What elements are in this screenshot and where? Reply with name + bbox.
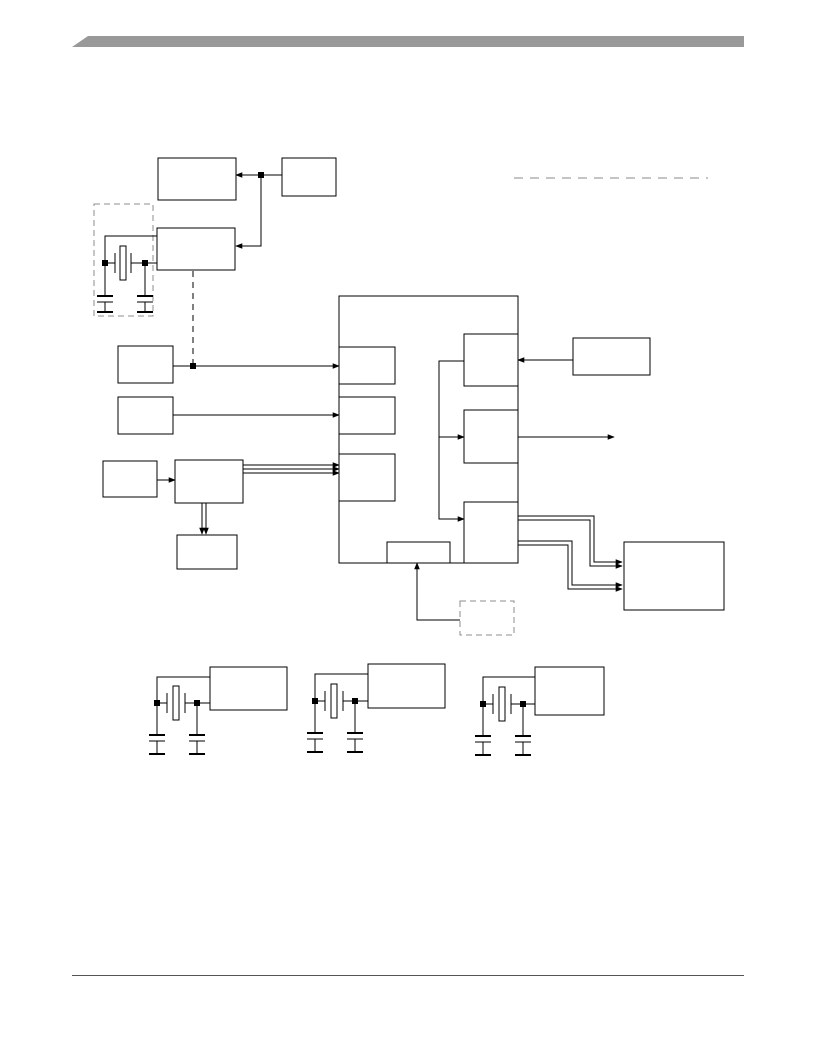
internal-distribution-wire: [438, 360, 465, 522]
device-right-block-2: [463, 409, 519, 464]
page-header-bar: [72, 36, 744, 47]
device-bottom-port: [386, 541, 451, 564]
top-left-block: [157, 157, 237, 201]
source-to-oscillator-wire: [235, 175, 262, 249]
device-right-block-1: [463, 333, 519, 387]
crystal-circuit-1: [149, 666, 288, 755]
crystal-circuit-top: [97, 235, 157, 313]
input-block-2: [117, 396, 174, 435]
external-input-block: [572, 337, 651, 376]
crystal-circuit-3: [475, 666, 605, 756]
device-input-port-2: [338, 396, 396, 435]
crystal-enclosure-dashed: [93, 203, 154, 317]
input-block-1: [117, 345, 174, 384]
optional-dashed-block: [459, 600, 515, 636]
device-input-port-1: [338, 346, 396, 385]
peripheral-block: [623, 541, 725, 611]
bus-to-peripheral-wires: [518, 515, 623, 592]
page-footer-rule: [72, 975, 744, 976]
oscillator-block: [156, 227, 236, 271]
input-block-3-processor: [174, 459, 244, 504]
crystal-circuit-2: [307, 663, 446, 753]
top-right-source-block: [281, 157, 337, 197]
input-1-node: [190, 363, 196, 369]
input-block-3-output: [176, 534, 238, 570]
device-right-block-3: [463, 501, 519, 564]
device-input-port-3: [338, 453, 396, 502]
optional-to-device-arrow: [414, 562, 460, 621]
input-block-3-source: [102, 460, 158, 498]
